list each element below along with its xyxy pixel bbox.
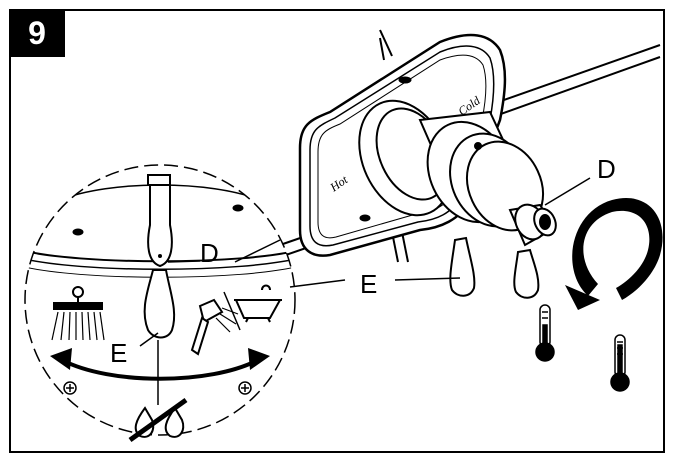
callout-e-detail: E [110, 338, 127, 368]
bathtub-icon [234, 284, 282, 323]
thermometer-high-icon [610, 334, 630, 392]
icon-divider [223, 291, 241, 331]
leader-lines [139, 177, 591, 405]
flow-selection-arrow [50, 348, 270, 381]
valve-handles [449, 236, 540, 299]
detail-circle [24, 164, 296, 436]
rotate-arrow-icon [565, 198, 663, 310]
thermometer-low-icon [535, 304, 555, 362]
no-water-drops-icon [128, 397, 188, 443]
callout-e-main: E [360, 269, 377, 299]
step-number-badge: 9 [9, 9, 65, 57]
handshower-icon [190, 298, 239, 356]
callout-d-main: D [597, 154, 616, 184]
plus-icon [63, 381, 252, 395]
valve-cartridge [358, 99, 557, 247]
callout-d-detail: D [200, 238, 219, 268]
showerhead-icon [51, 286, 105, 341]
